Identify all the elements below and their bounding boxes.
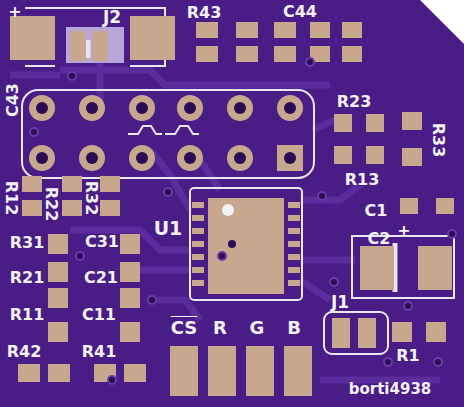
- part-designator: C1: [365, 203, 388, 219]
- via: [228, 240, 236, 248]
- signal-name: G: [250, 319, 265, 337]
- signal-name: B: [287, 319, 301, 337]
- part-designator: J1: [331, 294, 349, 311]
- silkscreen: [22, 8, 454, 354]
- part-designator: R41: [82, 344, 117, 360]
- header-holes: [29, 95, 303, 171]
- part-designator: R33: [430, 123, 446, 158]
- part-designator: +: [397, 223, 410, 239]
- signal-name: CS: [171, 319, 198, 337]
- part-designator: C44: [283, 4, 317, 20]
- board-signature: borti4938: [349, 382, 432, 397]
- part-designator: R22: [43, 187, 59, 222]
- part-designator: C11: [82, 307, 116, 323]
- copper-pads: [10, 16, 454, 396]
- part-designator: R23: [337, 94, 372, 110]
- part-designator: U1: [154, 219, 183, 238]
- part-designator: C31: [85, 234, 119, 250]
- chip-pins: [192, 202, 300, 286]
- part-designator: R13: [345, 172, 380, 188]
- part-designator: R31: [10, 235, 45, 251]
- part-designator: C43: [5, 83, 21, 117]
- part-designator: R12: [3, 181, 19, 216]
- part-designator: +: [8, 4, 21, 20]
- vias: [30, 58, 456, 384]
- pin1-dot: [222, 204, 234, 216]
- part-designator: R43: [187, 5, 222, 21]
- part-designator: C21: [84, 270, 118, 286]
- part-designator: R1: [396, 348, 419, 364]
- part-designator: R42: [7, 344, 42, 360]
- part-designator: J2: [103, 9, 121, 26]
- copper-traces: [10, 60, 440, 380]
- part-designator: R21: [10, 270, 45, 286]
- part-designator: R11: [10, 307, 45, 323]
- signal-name: R: [213, 319, 227, 337]
- part-designator: R32: [83, 181, 99, 216]
- part-designator: C2: [368, 231, 391, 247]
